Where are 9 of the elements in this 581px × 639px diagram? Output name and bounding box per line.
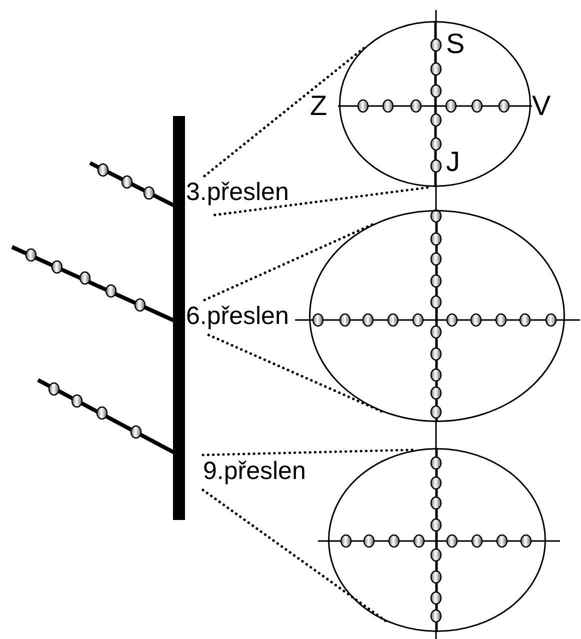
compass-letter: J: [446, 148, 460, 176]
compass-letter: Z: [310, 92, 328, 120]
whorl-label: 3.přeslen: [186, 176, 289, 215]
dotted-line: [202, 488, 388, 623]
dotted-line: [203, 46, 366, 178]
compass-letter: V: [532, 92, 551, 120]
whorl-label: 9.přeslen: [203, 455, 306, 490]
compass-letter: S: [446, 30, 465, 58]
whorl-label: 6.přeslen: [186, 300, 289, 335]
